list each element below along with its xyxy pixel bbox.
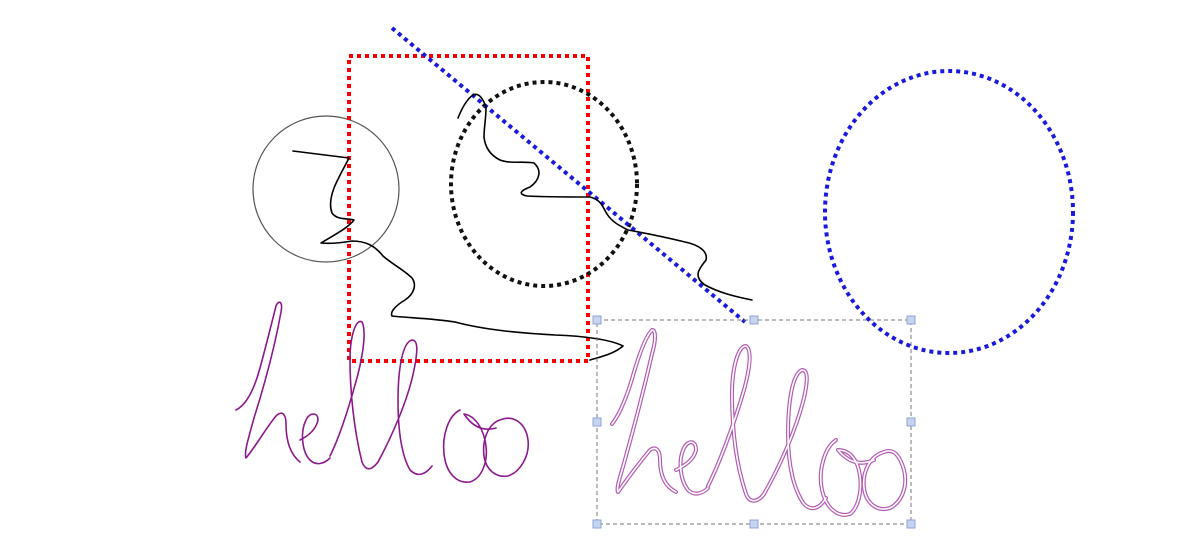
rectangle-dotted-red[interactable] (347, 54, 590, 363)
handwriting-letter-l (329, 320, 379, 470)
selection-handle-bottom-right[interactable] (906, 519, 916, 529)
selection-handle-middle-left[interactable] (592, 417, 602, 427)
selection-box[interactable] (592, 315, 916, 529)
ellipse-dotted-blue[interactable] (823, 69, 1075, 355)
handwriting-letter-e (299, 413, 331, 465)
circle-dotted-black[interactable] (449, 80, 639, 288)
handwriting-letter-o (442, 409, 497, 483)
handwriting-letter-l2 (377, 339, 433, 476)
circle-outline-gray[interactable] (252, 115, 400, 263)
line-dotted-blue[interactable] (390, 26, 747, 324)
handwriting-selected[interactable] (610, 328, 908, 517)
handwriting-letter-h (235, 301, 301, 463)
handwriting-purple[interactable] (235, 301, 530, 483)
selection-handle-bottom-center[interactable] (749, 519, 759, 529)
squiggle-freehand-black[interactable] (292, 93, 753, 361)
handwriting-letter-o2 (482, 417, 530, 478)
selection-handle-top-left[interactable] (592, 315, 602, 325)
selection-handle-bottom-left[interactable] (592, 519, 602, 529)
selection-handle-middle-right[interactable] (906, 417, 916, 427)
selection-handle-top-center[interactable] (749, 315, 759, 325)
selection-handle-top-right[interactable] (906, 315, 916, 325)
